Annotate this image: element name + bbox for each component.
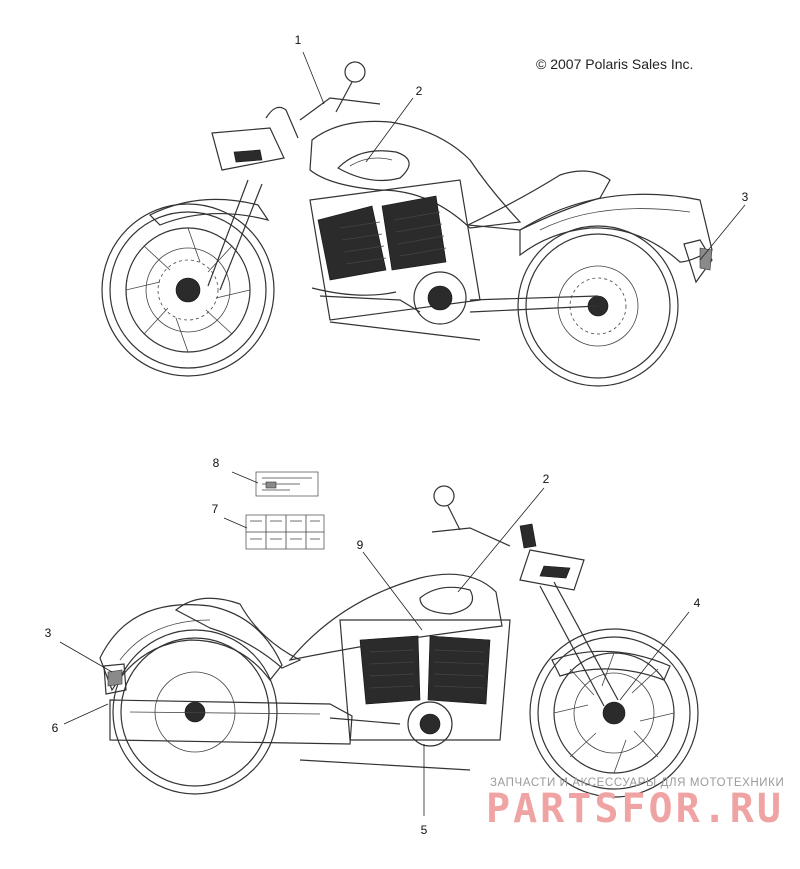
callout-3-top: 3 (741, 190, 749, 204)
callout-2-bottom: 2 (542, 472, 550, 486)
front-wheel-bottom (529, 628, 699, 798)
callout-6: 6 (51, 721, 59, 735)
label-7-icon (245, 514, 325, 550)
front-wheel-top (101, 203, 275, 377)
watermark-logo: PARTSFOR.RU (486, 786, 784, 832)
callout-3-bottom: 3 (44, 626, 52, 640)
engine-bottom (339, 619, 511, 747)
callout-4: 4 (693, 596, 701, 610)
label-8-icon (255, 471, 319, 497)
rear-wheel-top (517, 225, 679, 387)
leader-lines (59, 51, 746, 816)
copyright-text: © 2007 Polaris Sales Inc. (536, 56, 694, 72)
watermark-tagline: ЗАПЧАСТИ И АКСЕССУАРЫ ДЛЯ МОТОТЕХНИКИ (490, 777, 785, 789)
callout-2-top: 2 (415, 84, 423, 98)
motorcycle-right-side-view (101, 61, 713, 387)
callout-7: 7 (211, 502, 219, 516)
engine-top (309, 179, 481, 325)
motorcycle-left-side-view (99, 485, 699, 798)
callout-1: 1 (294, 33, 302, 47)
callout-9: 9 (356, 538, 364, 552)
callout-8: 8 (212, 456, 220, 470)
callout-5: 5 (420, 823, 428, 837)
